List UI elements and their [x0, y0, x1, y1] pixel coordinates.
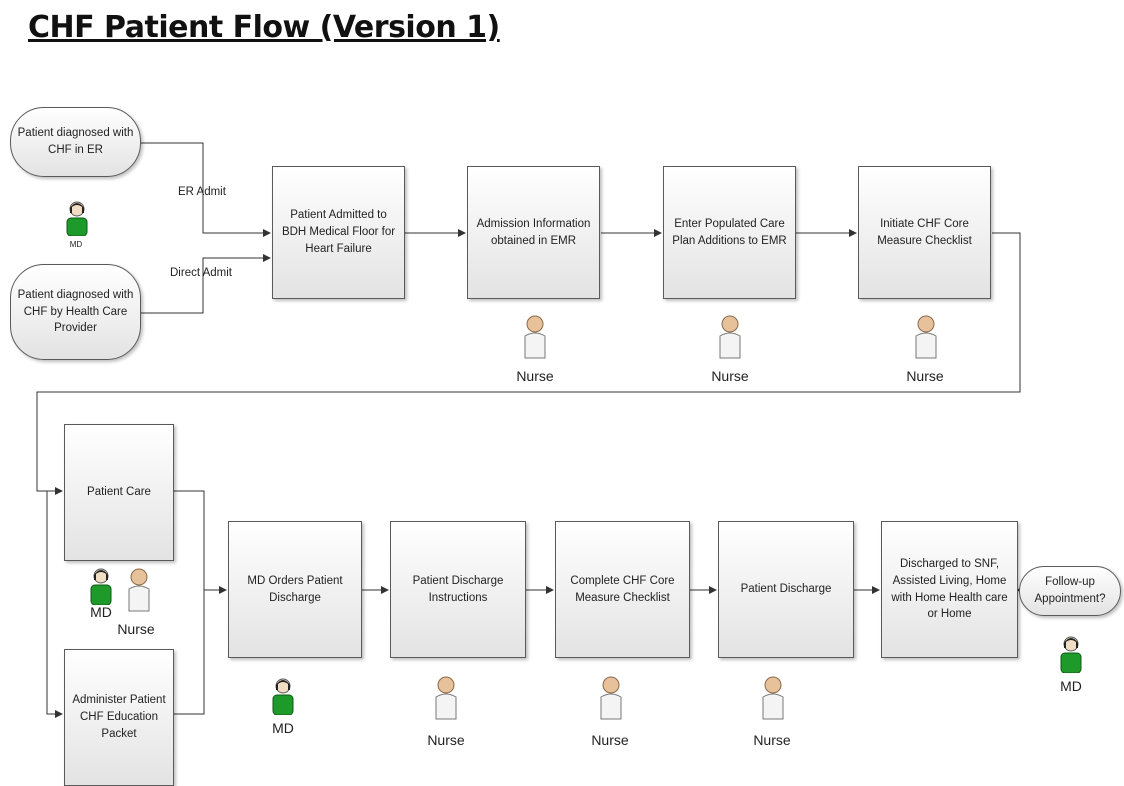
nurse-icon — [431, 673, 461, 726]
md-label: MD — [90, 604, 112, 620]
node-education: Administer Patient CHF Education Packet — [64, 649, 174, 786]
nurse-label: Nurse — [711, 368, 749, 384]
edge-label-direct-admit: Direct Admit — [170, 267, 232, 279]
node-discharged-to: Discharged to SNF, Assisted Living, Home… — [881, 521, 1018, 658]
nurse-label: Nurse — [516, 368, 554, 384]
edge-branch-to-education — [46, 491, 63, 718]
edge-er-to-admitted — [140, 142, 271, 237]
nurse-icon — [911, 312, 941, 365]
node-checklist-complete: Complete CHF Core Measure Checklist — [555, 521, 690, 658]
nurse-label: Nurse — [591, 732, 629, 748]
node-care-plan: Enter Populated Care Plan Additions to E… — [663, 166, 796, 299]
nurse-icon — [596, 673, 626, 726]
edge-provider-to-admitted — [140, 254, 271, 314]
node-checklist-init: Initiate CHF Core Measure Checklist — [858, 166, 991, 299]
edge-label-er-admit: ER Admit — [178, 186, 226, 198]
node-md-orders: MD Orders Patient Discharge — [228, 521, 362, 658]
nurse-icon — [520, 312, 550, 365]
nurse-label: Nurse — [427, 732, 465, 748]
md-icon — [270, 675, 296, 720]
md-label: MD — [1060, 678, 1082, 694]
md-label: MD — [272, 720, 294, 736]
md-icon — [88, 565, 114, 610]
node-admitted: Patient Admitted to BDH Medical Floor fo… — [272, 166, 405, 299]
nurse-icon — [758, 673, 788, 726]
nurse-icon — [124, 565, 154, 618]
md-label-small: MD — [69, 240, 83, 249]
nurse-label: Nurse — [753, 732, 791, 748]
diagram-title: CHF Patient Flow (Version 1) — [28, 10, 500, 45]
node-patient-care: Patient Care — [64, 424, 174, 561]
md-icon — [1058, 633, 1084, 678]
node-followup: Follow-up Appointment? — [1019, 566, 1121, 616]
nurse-label: Nurse — [117, 621, 155, 637]
node-er-diagnosis: Patient diagnosed with CHF in ER — [10, 107, 141, 177]
node-provider-diagnosis: Patient diagnosed with CHF by Health Car… — [10, 264, 141, 360]
nurse-label: Nurse — [906, 368, 944, 384]
node-discharge: Patient Discharge — [718, 521, 854, 658]
edge-patient-care-to-md-orders — [174, 490, 205, 715]
edge-checklist-init-to-patient-care — [36, 232, 1021, 495]
node-admission-info: Admission Information obtained in EMR — [467, 166, 600, 299]
node-instructions: Patient Discharge Instructions — [390, 521, 526, 658]
md-icon — [64, 198, 90, 241]
nurse-icon — [715, 312, 745, 365]
